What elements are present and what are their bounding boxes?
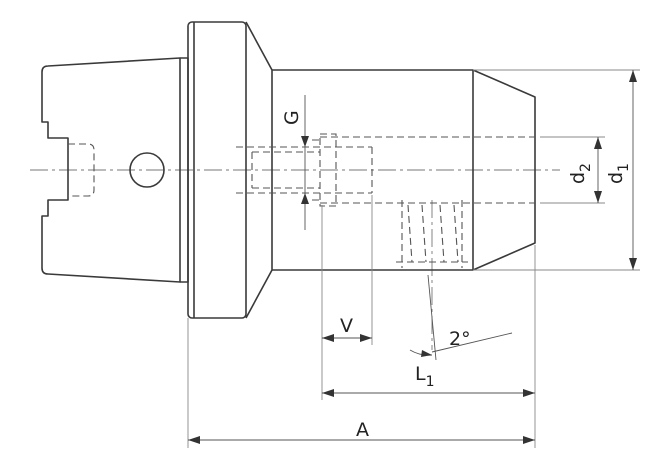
arrow-a-right — [523, 436, 535, 444]
label-angle: 2° — [449, 328, 471, 350]
bore-hidden — [320, 136, 535, 204]
arrow-d1-bottom — [629, 258, 637, 270]
arrow-l1-left — [322, 389, 334, 397]
arrow-g-bottom — [301, 193, 309, 204]
angle-line — [427, 274, 437, 361]
thread-teeth-hidden — [312, 133, 337, 207]
label-d1: d1 — [605, 163, 632, 184]
arrow-d1-top — [629, 70, 637, 82]
label-l1: L1 — [415, 363, 435, 390]
arrow-v-left — [322, 334, 334, 342]
shank-slot-hidden — [68, 143, 95, 197]
label-d2-subscript: 2 — [578, 163, 594, 172]
angle-arrow — [421, 350, 432, 357]
arrow-d2-top — [594, 137, 602, 149]
taper-shank — [41, 57, 181, 283]
label-d2-main: d — [567, 172, 589, 184]
label-g: G — [281, 110, 303, 125]
label-d1-subscript: 1 — [616, 163, 632, 172]
label-a: A — [356, 419, 369, 441]
label-v: V — [340, 315, 353, 337]
arrow-v-right — [360, 334, 372, 342]
label-l1-subscript: 1 — [426, 374, 435, 390]
arrow-a-left — [188, 436, 200, 444]
arrow-l1-right — [523, 389, 535, 397]
label-d1-main: d — [605, 172, 627, 184]
flange-taper — [245, 21, 273, 319]
coolant-screw-hidden — [396, 200, 468, 268]
thread-hidden — [236, 146, 373, 194]
arrow-d2-bottom — [594, 191, 602, 203]
angle-leader — [431, 332, 513, 353]
label-d2: d2 — [567, 163, 594, 184]
flange — [187, 21, 247, 319]
drive-hole — [129, 152, 165, 188]
body — [272, 69, 536, 271]
arrow-g-top — [301, 136, 309, 147]
label-l1-main: L — [415, 363, 426, 385]
